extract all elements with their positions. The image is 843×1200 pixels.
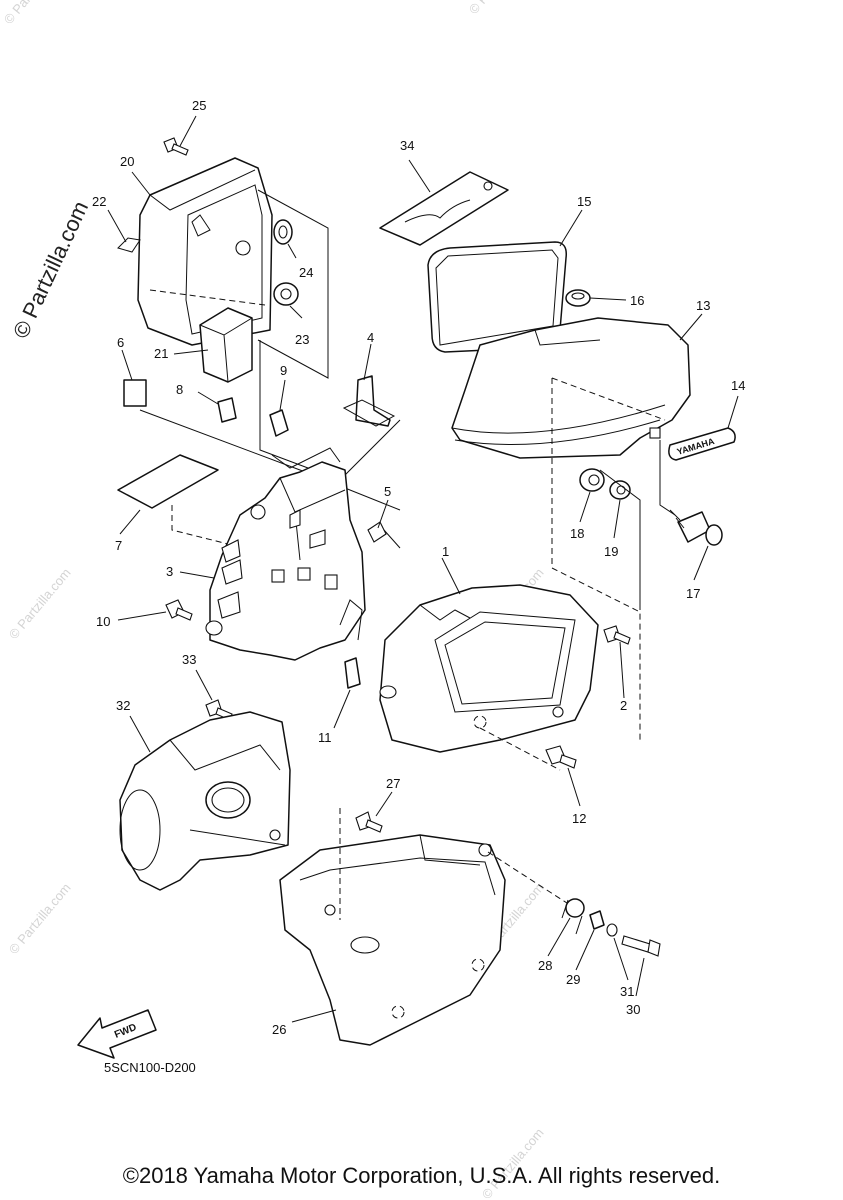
watermark-faint: © Partzilla.com	[6, 880, 74, 957]
part-5-screw	[367, 521, 401, 549]
part-20-cover	[137, 157, 273, 346]
callout-20: 20	[120, 154, 134, 169]
part-6-pad	[123, 379, 147, 407]
callout-14: 14	[731, 378, 745, 393]
part-8-pad	[217, 397, 237, 423]
callout-4: 4	[367, 330, 374, 345]
callout-24: 24	[299, 265, 313, 280]
callout-13: 13	[696, 298, 710, 313]
part-34-plate	[379, 171, 509, 246]
callout-29: 29	[566, 972, 580, 987]
watermark-faint: © Partzilla.com	[6, 565, 74, 642]
watermark-faint: © Partzilla.com	[466, 0, 534, 17]
callout-18: 18	[570, 526, 584, 541]
callout-3: 3	[166, 564, 173, 579]
part-24-grommet	[273, 219, 293, 245]
callout-21: 21	[154, 346, 168, 361]
callout-31: 31	[620, 984, 634, 999]
callout-9: 9	[280, 363, 287, 378]
callout-17: 17	[686, 586, 700, 601]
leader-lines	[107, 115, 739, 1023]
part-18-nut	[579, 468, 605, 492]
part-11-clip	[344, 657, 361, 689]
callout-1: 1	[442, 544, 449, 559]
callout-33: 33	[182, 652, 196, 667]
callout-numbers: 1 2 3 4 5 6 7 8 9 10 11 12 13 14 15 16 1…	[92, 98, 745, 1037]
callout-6: 6	[117, 335, 124, 350]
callout-22: 22	[92, 194, 106, 209]
callout-16: 16	[630, 293, 644, 308]
part-32-cover	[119, 711, 291, 891]
part-10-bolt	[165, 599, 193, 621]
callout-7: 7	[115, 538, 122, 553]
part-21-pad	[199, 307, 253, 383]
callout-5: 5	[384, 484, 391, 499]
callout-2: 2	[620, 698, 627, 713]
part-31-washer	[606, 923, 618, 937]
copyright-notice: ©2018 Yamaha Motor Corporation, U.S.A. A…	[122, 1163, 721, 1188]
part-30-bolt	[621, 935, 661, 957]
part-12-bolt	[545, 745, 577, 769]
part-29-collar	[589, 910, 605, 930]
part-13-tank-cover	[451, 317, 691, 459]
watermark-faint: © Partzilla.com	[1, 0, 69, 27]
callout-25: 25	[192, 98, 206, 113]
callout-11: 11	[318, 730, 332, 745]
part-2-bolt	[603, 625, 631, 645]
callout-12: 12	[572, 811, 586, 826]
part-33-bolt	[205, 699, 233, 721]
part-14-emblem: YAMAHA	[668, 427, 736, 461]
part-26-crankcase-cover	[279, 808, 571, 1046]
part-1-airbox	[379, 584, 599, 771]
part-28-spacer	[561, 898, 585, 935]
part-23-grommet	[273, 282, 299, 306]
part-17-switch	[669, 509, 723, 546]
part-4-bracket	[342, 375, 396, 427]
callout-15: 15	[577, 194, 591, 209]
part-25-bolt	[163, 137, 189, 156]
callout-28: 28	[538, 958, 552, 973]
part-16-grommet	[565, 289, 591, 307]
part-9-clip	[269, 409, 289, 437]
callout-26: 26	[272, 1022, 286, 1037]
callout-23: 23	[295, 332, 309, 347]
callout-19: 19	[604, 544, 618, 559]
callout-10: 10	[96, 614, 110, 629]
fwd-arrow-icon: FWD	[77, 1009, 157, 1059]
callout-8: 8	[176, 382, 183, 397]
watermark-main: © Partzilla.com	[8, 197, 93, 342]
callout-34: 34	[400, 138, 414, 153]
part-3-case	[205, 447, 366, 661]
diagram-code: 5SCN100-D200	[104, 1060, 196, 1075]
part-19-collar	[609, 480, 631, 500]
callout-32: 32	[116, 698, 130, 713]
part-7-sheet	[117, 454, 219, 509]
part-27-bolt	[355, 811, 383, 833]
callout-27: 27	[386, 776, 400, 791]
callout-30: 30	[626, 1002, 640, 1017]
